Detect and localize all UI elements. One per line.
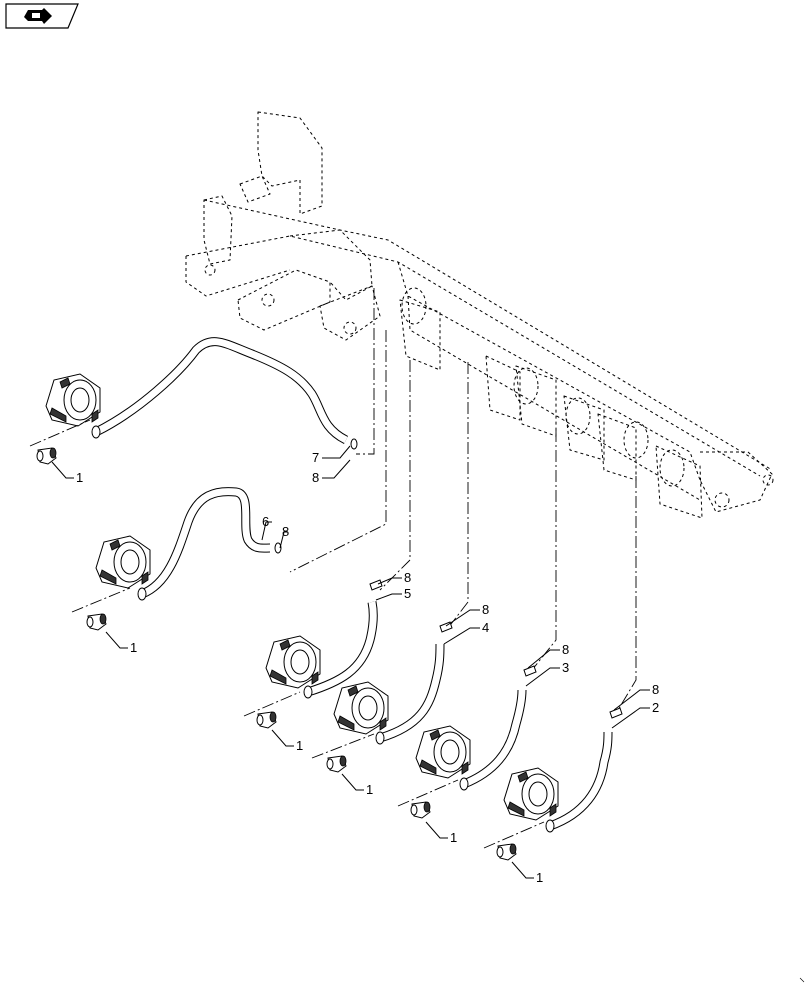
- callout-8: 8: [652, 682, 659, 697]
- callout-8: 8: [562, 642, 569, 657]
- callout-8: 8: [282, 524, 289, 539]
- elbow-routing-lines: [29, 419, 545, 849]
- seed-meter: [333, 681, 389, 735]
- hose-fittings: [91, 425, 555, 833]
- elbow-fitting: [256, 711, 277, 729]
- seed-meter: [95, 535, 151, 589]
- hose-item-4: [378, 643, 445, 743]
- elbow-fittings-item-1: [36, 447, 517, 861]
- elbow-fitting: [326, 755, 347, 773]
- callout-4: 4: [482, 620, 489, 635]
- leader-lines: [51, 445, 650, 879]
- callout-1: 1: [296, 738, 303, 753]
- callout-1: 1: [536, 870, 543, 885]
- elbow-fitting: [86, 613, 107, 631]
- callout-3: 3: [562, 660, 569, 675]
- callout-8: 8: [312, 470, 319, 485]
- callout-1: 1: [76, 470, 83, 485]
- hose-item-3: [462, 689, 527, 789]
- callout-2: 2: [652, 700, 659, 715]
- callout-8: 8: [482, 602, 489, 617]
- hose-item-2: [548, 731, 613, 831]
- routing-lines: [289, 288, 637, 711]
- callout-5: 5: [404, 586, 411, 601]
- elbow-fitting: [410, 801, 431, 819]
- hose-item-7: [93, 337, 349, 445]
- seed-meter: [503, 767, 559, 821]
- callout-6: 6: [262, 514, 269, 529]
- seed-meter: [45, 373, 101, 427]
- elbow-fitting: [496, 843, 517, 861]
- callout-labels: 1 1 1 1 1 1 7 8 6 8 8 5 8 4 8 3 8 2: [76, 450, 659, 885]
- corner-mark: [799, 977, 805, 983]
- clamp-item-8: [274, 438, 623, 719]
- callout-1: 1: [130, 640, 137, 655]
- hose-item-5: [306, 601, 378, 697]
- seed-meters: [45, 373, 559, 821]
- seed-meter: [265, 635, 321, 689]
- hose-item-6: [140, 487, 271, 599]
- seed-meter: [415, 725, 471, 779]
- toolbar-frame: [185, 111, 774, 519]
- elbow-fitting: [36, 447, 57, 465]
- callout-8: 8: [404, 570, 411, 585]
- callout-7: 7: [312, 450, 319, 465]
- callout-1: 1: [450, 830, 457, 845]
- page-arrow-icon: [24, 8, 52, 24]
- nav-icon-button[interactable]: [5, 3, 79, 29]
- callout-1: 1: [366, 782, 373, 797]
